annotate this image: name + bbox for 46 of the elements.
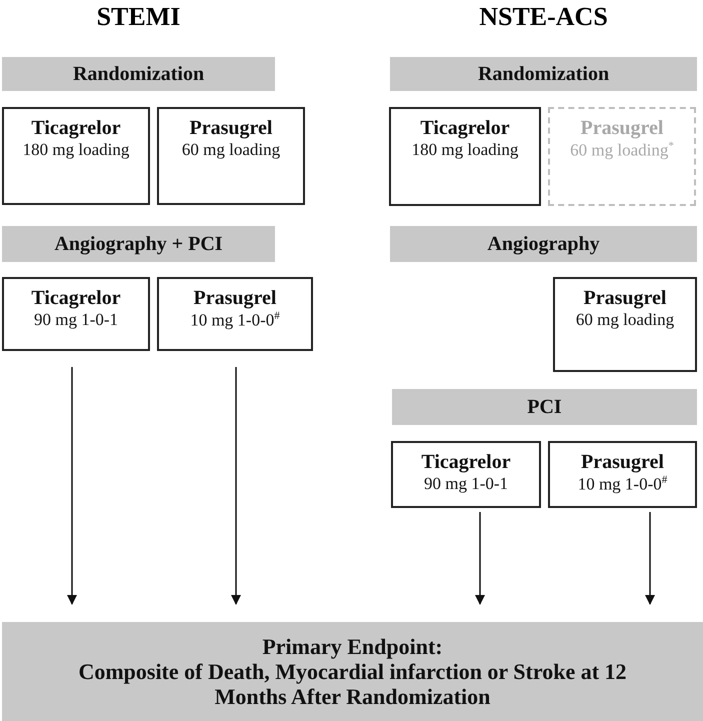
arrow [231,367,241,605]
drug-name: Ticagrelor [420,117,510,140]
drug-name: Prasugrel [580,117,664,140]
endpoint-box [2,622,703,721]
dose-text: 10 mg 1-0-0$^{#}$ [190,310,280,330]
stage-label: Angiography [487,232,600,256]
dose-text: 60 mg loading [182,140,280,160]
stage-label: Angiography + PCI [54,232,223,256]
optional-drug-box [548,107,696,206]
stage-bar [390,57,697,91]
dose-text: 180 mg loading [22,140,130,160]
arrow [67,367,77,605]
stage-label: PCI [527,396,562,418]
stage-bar [2,57,275,91]
dose-text: 60 mg loading$^{*}$ [570,140,674,160]
endpoint-title: Primary Endpoint: [262,634,443,659]
drug-box [548,441,697,508]
dose-text: 180 mg loading [412,140,518,160]
drug-name: Prasugrel [190,117,272,140]
stage-label: Randomization [72,62,204,86]
stage-label: Randomization [478,62,610,86]
column-heading: NSTE-ACS [478,2,609,32]
drug-box [391,441,541,508]
dose-text: 60 mg loading [576,310,674,330]
drug-name: Prasugrel [194,287,276,310]
column-heading: STEMI [96,2,182,32]
drug-box [157,107,305,205]
stage-bar [392,389,697,425]
drug-box [2,107,150,205]
arrow [475,512,485,605]
stage-bar [2,226,275,262]
drug-name: Ticagrelor [31,287,121,310]
drug-box [2,277,150,351]
drug-box [389,107,541,206]
dose-text: 90 mg 1-0-1 [424,474,508,494]
drug-box [157,277,313,351]
stage-bar [390,226,697,262]
drug-name: Ticagrelor [421,451,511,474]
drug-name: Prasugrel [581,451,664,474]
dose-text: 90 mg 1-0-1 [34,310,118,330]
arrow [645,512,655,605]
drug-name: Ticagrelor [31,117,121,140]
dose-text: 10 mg 1-0-0$^{#}$ [578,474,668,494]
endpoint-description: Composite of Death, Myocardial infarction or Stroke at 12 Months After Randomization [77,658,628,710]
drug-name: Prasugrel [584,287,666,310]
drug-box [553,277,697,372]
